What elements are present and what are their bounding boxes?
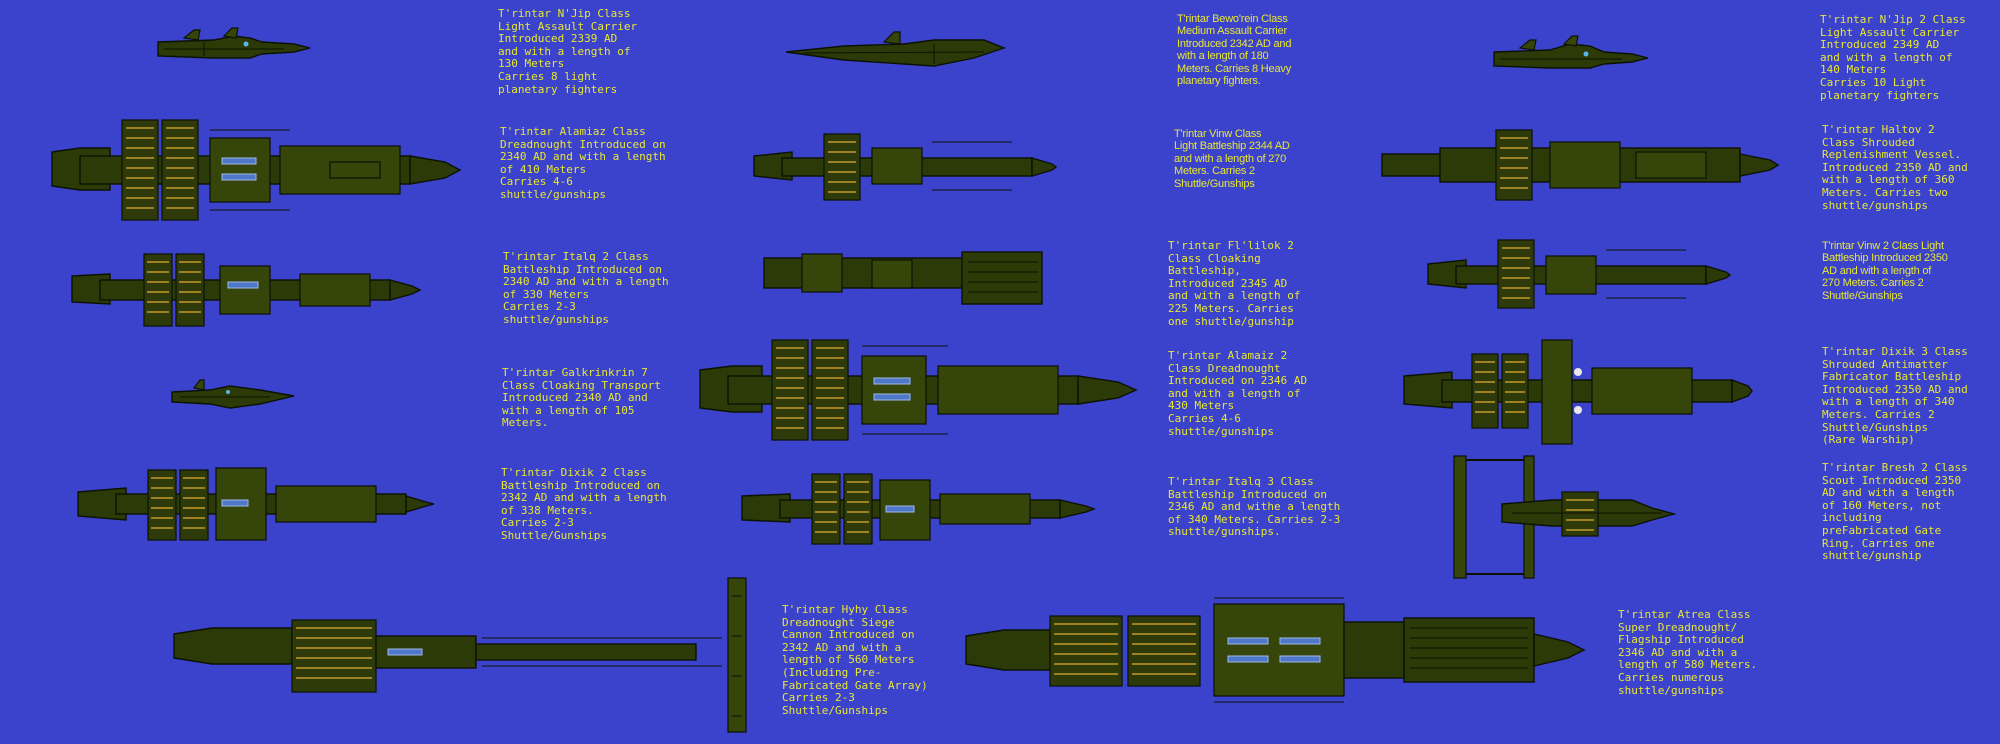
caption-bresh2: T'rintar Bresh 2 Class Scout Introduced … xyxy=(1822,461,1968,563)
haltov2-ship xyxy=(1381,129,1780,201)
njip2-ship xyxy=(1493,35,1649,69)
caption-hyhy: T'rintar Hyhy Class Dreadnought Siege Ca… xyxy=(782,603,928,717)
flilok2-ship xyxy=(763,251,1043,305)
caption-haltov2: T'rintar Haltov 2 Class Shrouded Repleni… xyxy=(1822,123,1968,212)
caption-njip2: T'rintar N'Jip 2 Class Light Assault Car… xyxy=(1820,13,1966,102)
caption-dixik2: T'rintar Dixik 2 Class Battleship Introd… xyxy=(501,466,667,542)
hyhy-ship xyxy=(173,577,747,733)
galkrinkrin-ship xyxy=(171,379,295,409)
caption-vinw2: T'rintar Vinw 2 Class Light Battleship I… xyxy=(1822,240,1948,302)
caption-vinw: T'rintar Vinw Class Light Battleship 234… xyxy=(1174,128,1290,190)
caption-njip: T'rintar N'Jip Class Light Assault Carri… xyxy=(498,7,638,96)
caption-galkrinkrin: T'rintar Galkrinkrin 7 Class Cloaking Tr… xyxy=(502,366,661,430)
bresh2-ship xyxy=(1453,455,1677,579)
caption-alamaiz2: T'rintar Alamaiz 2 Class Dreadnought Int… xyxy=(1168,349,1308,438)
alamiaz-ship xyxy=(51,119,462,221)
dixik2-ship xyxy=(77,467,435,541)
caption-italq2: T'rintar Italq 2 Class Battleship Introd… xyxy=(503,250,669,326)
vinw2-ship xyxy=(1427,239,1732,309)
bewo-ship xyxy=(785,31,1007,67)
italq2-ship xyxy=(71,253,422,327)
caption-atrea: T'rintar Atrea Class Super Dreadnought/ … xyxy=(1618,608,1758,697)
caption-flilok2: T'rintar Fl'lilok 2 Class Cloaking Battl… xyxy=(1168,239,1301,328)
caption-bewo: T'rintar Bewo'rein Class Medium Assault … xyxy=(1177,13,1292,88)
caption-dixik3: T'rintar Dixik 3 Class Shrouded Antimatt… xyxy=(1822,345,1968,447)
atrea-ship xyxy=(965,597,1586,703)
vinw-ship xyxy=(753,133,1058,201)
caption-italq3: T'rintar Italq 3 Class Battleship Introd… xyxy=(1168,475,1341,539)
njip-ship xyxy=(157,27,311,59)
alamaiz2-ship xyxy=(699,339,1138,441)
caption-alamiaz: T'rintar Alamiaz Class Dreadnought Intro… xyxy=(500,125,666,201)
italq3-ship xyxy=(741,473,1096,545)
dixik3-ship xyxy=(1403,339,1753,445)
